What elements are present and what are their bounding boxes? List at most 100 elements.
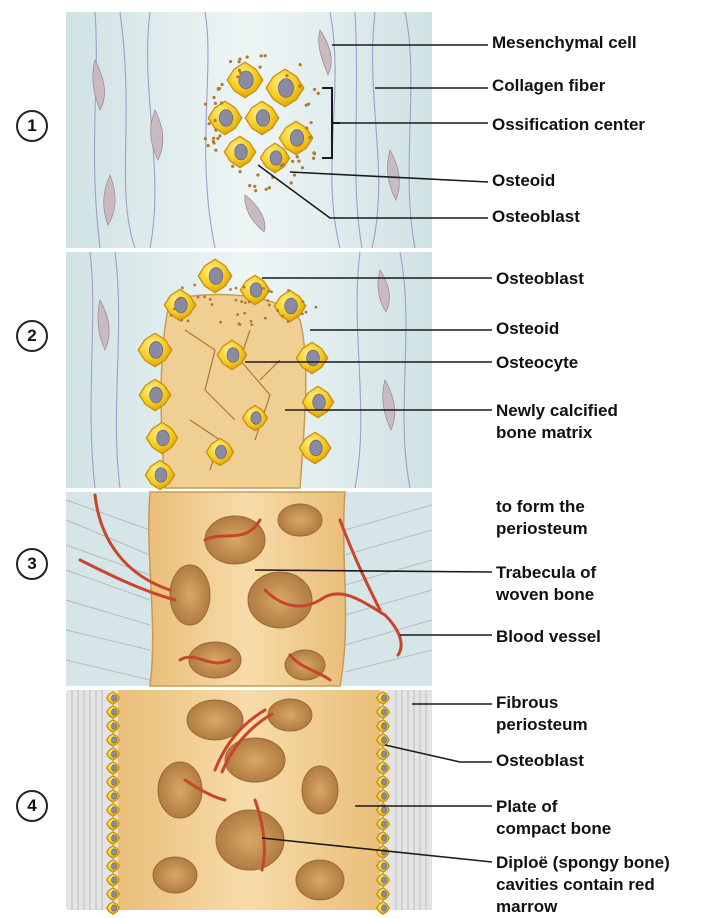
panel-3 <box>66 492 432 686</box>
panel-2-bone-matrix <box>161 295 306 488</box>
nucleus <box>310 440 323 456</box>
osteoid-dot <box>291 160 294 163</box>
osteoid-dot <box>313 152 316 155</box>
nucleus <box>381 695 386 701</box>
osteoid-dot <box>212 137 215 140</box>
osteoid-dot <box>193 284 196 287</box>
nucleus <box>250 283 262 298</box>
nucleus <box>111 877 116 883</box>
nucleus <box>381 905 386 911</box>
osteoid-dot <box>264 317 267 320</box>
label-blood-vessel: Blood vessel <box>496 626 601 648</box>
osteoid-dot <box>248 184 251 187</box>
osteoid-dot <box>308 136 311 139</box>
nucleus <box>149 342 162 359</box>
osteoid-dot <box>270 290 273 293</box>
osteoid-dot <box>260 54 263 57</box>
nucleus <box>381 835 386 841</box>
osteoid-dot <box>238 170 241 173</box>
osteoid-dot <box>238 69 241 72</box>
osteoid-dot <box>181 286 184 289</box>
nucleus <box>216 445 227 459</box>
osteoid-dot <box>305 311 308 314</box>
osteoid-dot <box>212 96 215 99</box>
osteoid-dot <box>281 315 284 318</box>
osteoid-dot <box>214 102 217 105</box>
osteoid-dot <box>250 320 253 323</box>
osteoid-dot <box>236 75 239 78</box>
nucleus <box>381 807 386 813</box>
osteoid-dot <box>256 173 259 176</box>
osteoid-dot <box>268 304 271 307</box>
osteoid-dot <box>307 103 310 106</box>
nucleus <box>313 394 326 410</box>
osteoid-dot <box>267 290 270 293</box>
osteoid-dot <box>238 57 241 60</box>
osteoid-dot <box>236 313 239 316</box>
osteoid-dot <box>220 101 223 104</box>
osteoid-dot <box>262 287 265 290</box>
nucleus <box>111 723 116 729</box>
step-number-4: 4 <box>16 790 48 822</box>
osteoid-dot <box>209 298 212 301</box>
nucleus <box>111 821 116 827</box>
label-mesenchymal-cell: Mesenchymal cell <box>492 32 637 54</box>
osteoid-dot <box>204 103 207 106</box>
nucleus <box>111 779 116 785</box>
osteoid-dot <box>299 63 302 66</box>
osteoid-dot <box>315 306 318 309</box>
nucleus <box>111 891 116 897</box>
osteoid-dot <box>229 60 232 63</box>
nucleus <box>381 709 386 715</box>
nucleus <box>290 130 303 147</box>
osteoid-dot <box>263 54 266 57</box>
nucleus <box>381 751 386 757</box>
osteoid-dot <box>218 134 221 137</box>
osteoid-dot <box>208 122 211 125</box>
osteoid-dot <box>301 312 304 315</box>
step-number-1: 1 <box>16 110 48 142</box>
osteoid-dot <box>212 141 215 144</box>
osteoid-dot <box>248 300 251 303</box>
osteoid-dot <box>301 166 304 169</box>
nucleus <box>235 144 248 160</box>
nucleus <box>381 723 386 729</box>
label-collagen-fiber: Collagen fiber <box>492 75 605 97</box>
nucleus <box>111 835 116 841</box>
nucleus <box>381 821 386 827</box>
osteoid-dot <box>312 157 315 160</box>
osteoid-dot <box>214 119 217 122</box>
osteoid-dot <box>287 320 290 323</box>
label-osteocyte: Osteocyte <box>496 352 578 374</box>
label-osteoblast-1: Osteoblast <box>492 206 580 228</box>
osteoid-dot <box>313 88 316 91</box>
osteoid-dot <box>282 163 285 166</box>
osteoid-dot <box>211 303 214 306</box>
osteoid-dot <box>235 287 238 290</box>
label-osteoid-2: Osteoid <box>496 318 559 340</box>
nucleus <box>381 737 386 743</box>
step-number-2: 2 <box>16 320 48 352</box>
osteoid-dot <box>310 121 313 124</box>
nucleus <box>111 709 116 715</box>
osteoid-dot <box>254 189 257 192</box>
panel-4 <box>66 690 432 910</box>
osteoid-dot <box>206 144 209 147</box>
nucleus <box>111 849 116 855</box>
nucleus <box>111 765 116 771</box>
nucleus <box>381 765 386 771</box>
step-number-3: 3 <box>16 548 48 580</box>
nucleus <box>219 110 232 127</box>
label-osteoblast-4: Osteoblast <box>496 750 584 772</box>
osteoid-dot <box>220 83 223 86</box>
osteoid-dot <box>214 149 217 152</box>
nucleus <box>111 905 116 911</box>
osteoid-dot <box>176 298 179 301</box>
osteoid-dot <box>244 301 247 304</box>
osteoid-dot <box>203 295 206 298</box>
nucleus <box>381 793 386 799</box>
